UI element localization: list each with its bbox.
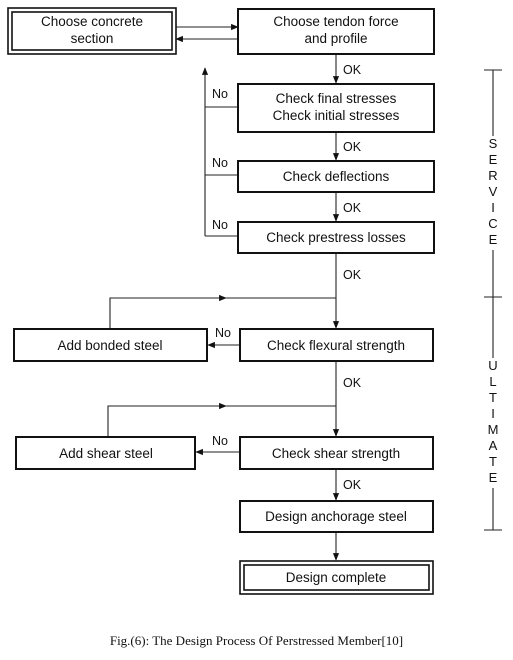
ok-label-3: OK [343,201,362,215]
node-choose-section-line2: section [71,31,114,46]
no-label-shear: No [212,434,228,448]
node-choose-tendon-line1: Choose tendon force [273,14,398,29]
nodes: Choose concrete section Choose tendon fo… [7,7,435,595]
no-label-deflections: No [212,156,228,170]
ok-label-6: OK [343,478,362,492]
no-label-stresses: No [212,87,228,101]
node-check-deflections-label: Check deflections [283,169,390,184]
node-check-shear: Check shear strength [239,436,434,470]
connectors [107,23,340,561]
node-add-shear: Add shear steel [15,436,196,470]
node-check-deflections: Check deflections [237,160,435,193]
node-check-losses: Check prestress losses [237,221,435,254]
figure-caption: Fig.(6): The Design Process Of Perstress… [109,633,404,648]
edge-labels: OK OK OK OK OK OK No No No No No [212,63,362,492]
node-add-bonded-label: Add bonded steel [57,338,162,353]
service-label-backdrop [486,136,500,250]
node-check-shear-label: Check shear strength [272,446,400,461]
node-choose-section-line1: Choose concrete [41,14,143,29]
arrow-bonded-return [109,294,227,328]
ok-label-4: OK [343,268,362,282]
node-check-stresses: Check final stresses Check initial stres… [237,83,435,133]
node-check-flexural: Check flexural strength [239,328,434,362]
ok-label-5: OK [343,376,362,390]
arrow-addshear-return [107,402,227,436]
node-check-stresses-line2: Check initial stresses [273,108,400,123]
node-check-flexural-label: Check flexural strength [267,338,405,353]
ok-label-1: OK [343,63,362,77]
node-check-losses-label: Check prestress losses [266,230,406,245]
ok-label-2: OK [343,140,362,154]
node-choose-tendon-line2: and profile [304,31,367,46]
no-label-losses: No [212,218,228,232]
node-design-complete: Design complete [239,560,434,595]
node-design-anchorage-label: Design anchorage steel [265,509,407,524]
node-add-shear-label: Add shear steel [59,446,153,461]
no-label-flexural: No [215,326,231,340]
node-check-stresses-line1: Check final stresses [276,91,397,106]
node-choose-section: Choose concrete section [7,7,177,55]
node-design-complete-label: Design complete [286,570,387,585]
node-choose-tendon: Choose tendon force and profile [237,8,435,55]
ultimate-label-backdrop [486,358,500,488]
node-design-anchorage: Design anchorage steel [239,500,434,533]
node-add-bonded: Add bonded steel [13,328,208,362]
